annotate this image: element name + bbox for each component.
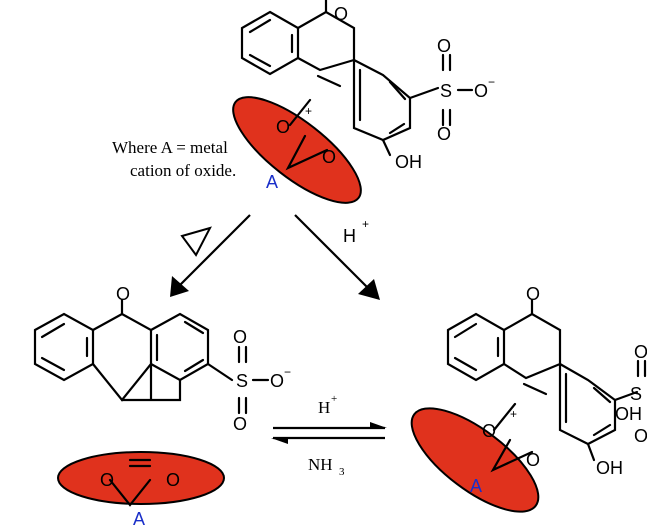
equilibrium-base-sub: 3 [339, 466, 345, 478]
top-ring-o2: O [322, 147, 336, 167]
br-sulfur-label: S [630, 384, 642, 404]
br-ring-o2: O [526, 450, 540, 470]
top-hydroxyl-label: OH [395, 152, 422, 172]
equilibrium-base-label: NH [308, 455, 333, 474]
bl-oxo-label: O [116, 284, 130, 304]
br-ring-o1: O [482, 421, 496, 441]
bl-ring-o2: O [166, 470, 180, 490]
heat-arrow [170, 214, 251, 297]
top-benzo-ring [240, 10, 300, 76]
acid-arrow-label: H [343, 226, 356, 246]
br-metal-label: A [470, 476, 482, 496]
top-sulfonate-o-down: O [437, 124, 451, 144]
acid-arrow [294, 214, 380, 300]
br-sulfonic-o-down: O [634, 426, 647, 446]
equilibrium-acid-label: H [318, 398, 330, 417]
top-sulfonate-o-up: O [437, 36, 451, 56]
bl-sulfonate-o-up: O [233, 327, 247, 347]
bottom-left-molecule [33, 298, 270, 507]
top-sulfur-label: S [440, 81, 452, 101]
bl-metal-label: A [133, 509, 145, 529]
top-central-ring [296, 10, 356, 72]
bl-sulfonate-charge: − [284, 365, 291, 379]
bl-sulfonate-o-down: O [233, 414, 247, 434]
top-ring-o1: O [276, 117, 290, 137]
bottom-right-complex-ellipse [410, 407, 540, 513]
bottom-left-complex-ellipse [57, 451, 225, 505]
br-sulfonic-o-up: O [634, 342, 647, 362]
top-molecule [232, 0, 474, 204]
top-right-ring [352, 58, 412, 142]
br-sulfonic-oh: OH [615, 404, 642, 424]
acid-arrow-sup: + [362, 217, 369, 231]
top-sulfonate-o-right: O [474, 81, 488, 101]
br-oxo-label: O [526, 284, 540, 304]
bl-sulfonate-o-right: O [270, 371, 284, 391]
bottom-right-molecule [410, 298, 647, 513]
equilibrium-acid-sup: + [331, 393, 337, 405]
heat-triangle-icon [180, 226, 212, 257]
top-ring-plus: + [305, 104, 312, 118]
bl-ring-o1: O [100, 470, 114, 490]
equilibrium-arrows [271, 422, 387, 444]
br-hydroxyl-label: OH [596, 458, 623, 478]
br-ring-plus: + [510, 407, 517, 421]
top-metal-label: A [266, 172, 278, 192]
top-oxo-label: O [334, 4, 348, 24]
note-line-1: Where A = metal [112, 138, 228, 157]
top-sulfonate-charge: − [488, 75, 495, 89]
note-line-2: cation of oxide. [130, 161, 236, 180]
bl-sulfur-label: S [236, 371, 248, 391]
